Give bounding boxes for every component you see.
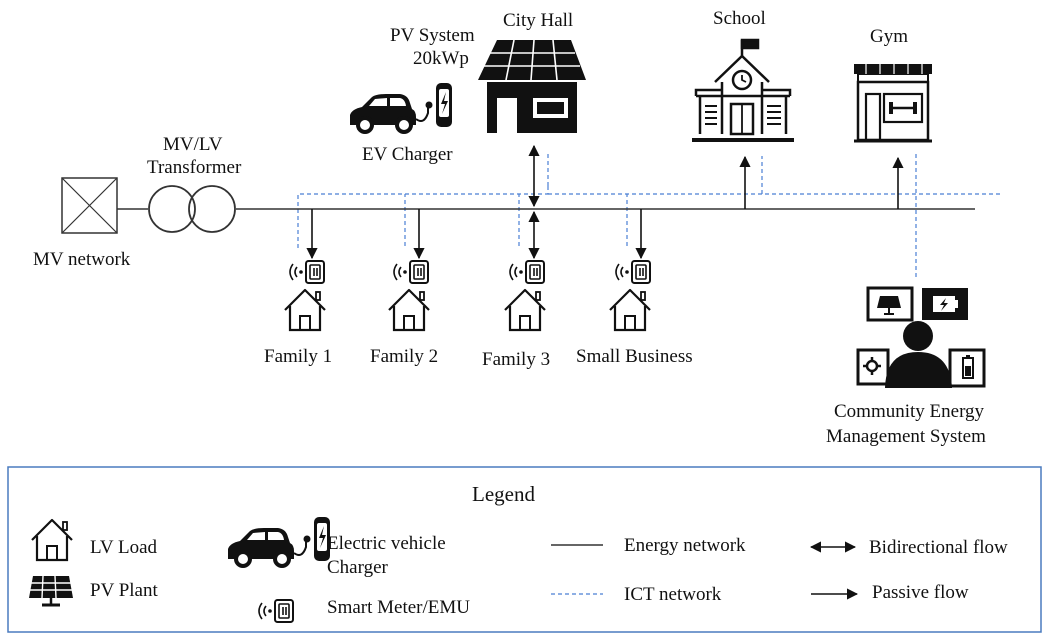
pv-system-label-line1: PV System <box>390 25 475 46</box>
family1-label: Family 1 <box>264 346 332 367</box>
legend-ev-line1: Electric vehicle <box>327 533 446 554</box>
gym-label: Gym <box>870 26 908 47</box>
pv-system-label-line2: 20kWp <box>413 48 469 69</box>
legend-title: Legend <box>472 482 535 506</box>
transformer-icon <box>148 185 236 233</box>
legend-pv-plant: PV Plant <box>90 580 158 601</box>
smart-meter-icon-family3 <box>509 260 545 284</box>
transformer-label-line1: MV/LV <box>163 134 223 155</box>
city-hall-label: City Hall <box>503 10 573 31</box>
cems-icon <box>856 286 986 388</box>
legend-smart-meter: Smart Meter/EMU <box>327 597 470 618</box>
school-icon <box>692 38 794 142</box>
legend-passive: Passive flow <box>872 582 969 603</box>
mv-network-icon <box>61 177 118 234</box>
smart-meter-icon-small-business <box>615 260 651 284</box>
legend: Legend LV Load PV Plant Electric vehicle… <box>7 466 1042 633</box>
ev-charger-icon <box>348 81 454 134</box>
city-hall-icon <box>478 39 586 133</box>
smart-meter-icon-family2 <box>393 260 429 284</box>
ev-charger-label: EV Charger <box>362 144 453 165</box>
transformer-label-line2: Transformer <box>147 157 242 178</box>
legend-lv-load: LV Load <box>90 537 158 558</box>
cems-label-line1: Community Energy <box>834 401 985 422</box>
family2-label: Family 2 <box>370 346 438 367</box>
school-label: School <box>713 8 766 29</box>
legend-box <box>7 466 1042 633</box>
house-icon-family3 <box>503 288 547 332</box>
family3-label: Family 3 <box>482 349 550 370</box>
gym-icon <box>854 64 932 143</box>
legend-ict-network: ICT network <box>624 584 722 605</box>
small-business-label: Small Business <box>576 346 693 367</box>
legend-ev-line2: Charger <box>327 557 389 578</box>
passive-flow-arrows <box>306 155 904 260</box>
house-icon-family1 <box>283 288 327 332</box>
smart-meter-icon-family1 <box>289 260 325 284</box>
legend-energy-network: Energy network <box>624 535 746 556</box>
mv-network-label: MV network <box>33 249 131 270</box>
legend-bidirectional: Bidirectional flow <box>869 537 1008 558</box>
house-icon-small-business <box>608 288 652 332</box>
ict-network <box>297 154 1000 280</box>
house-icon-family2 <box>387 288 431 332</box>
cems-label-line2: Management System <box>826 426 986 447</box>
